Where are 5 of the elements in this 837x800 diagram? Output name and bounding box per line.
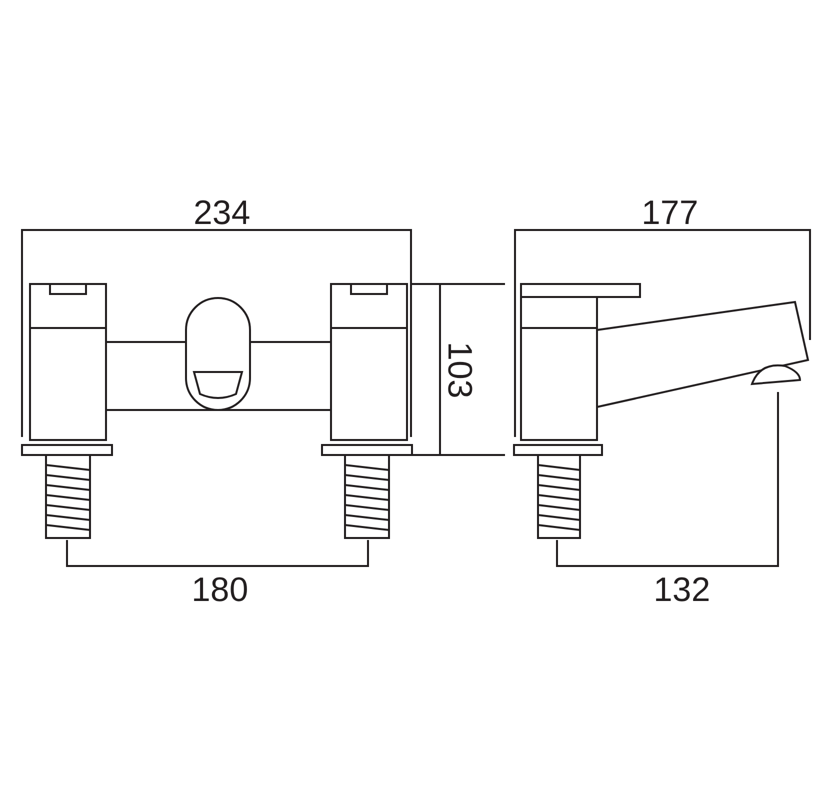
dimension-label: 103 (442, 342, 476, 398)
dimension-label: 132 (654, 573, 710, 607)
dimension-label: 177 (642, 196, 698, 230)
dimension-label: 180 (192, 573, 248, 607)
dimension-label: 234 (194, 196, 250, 230)
